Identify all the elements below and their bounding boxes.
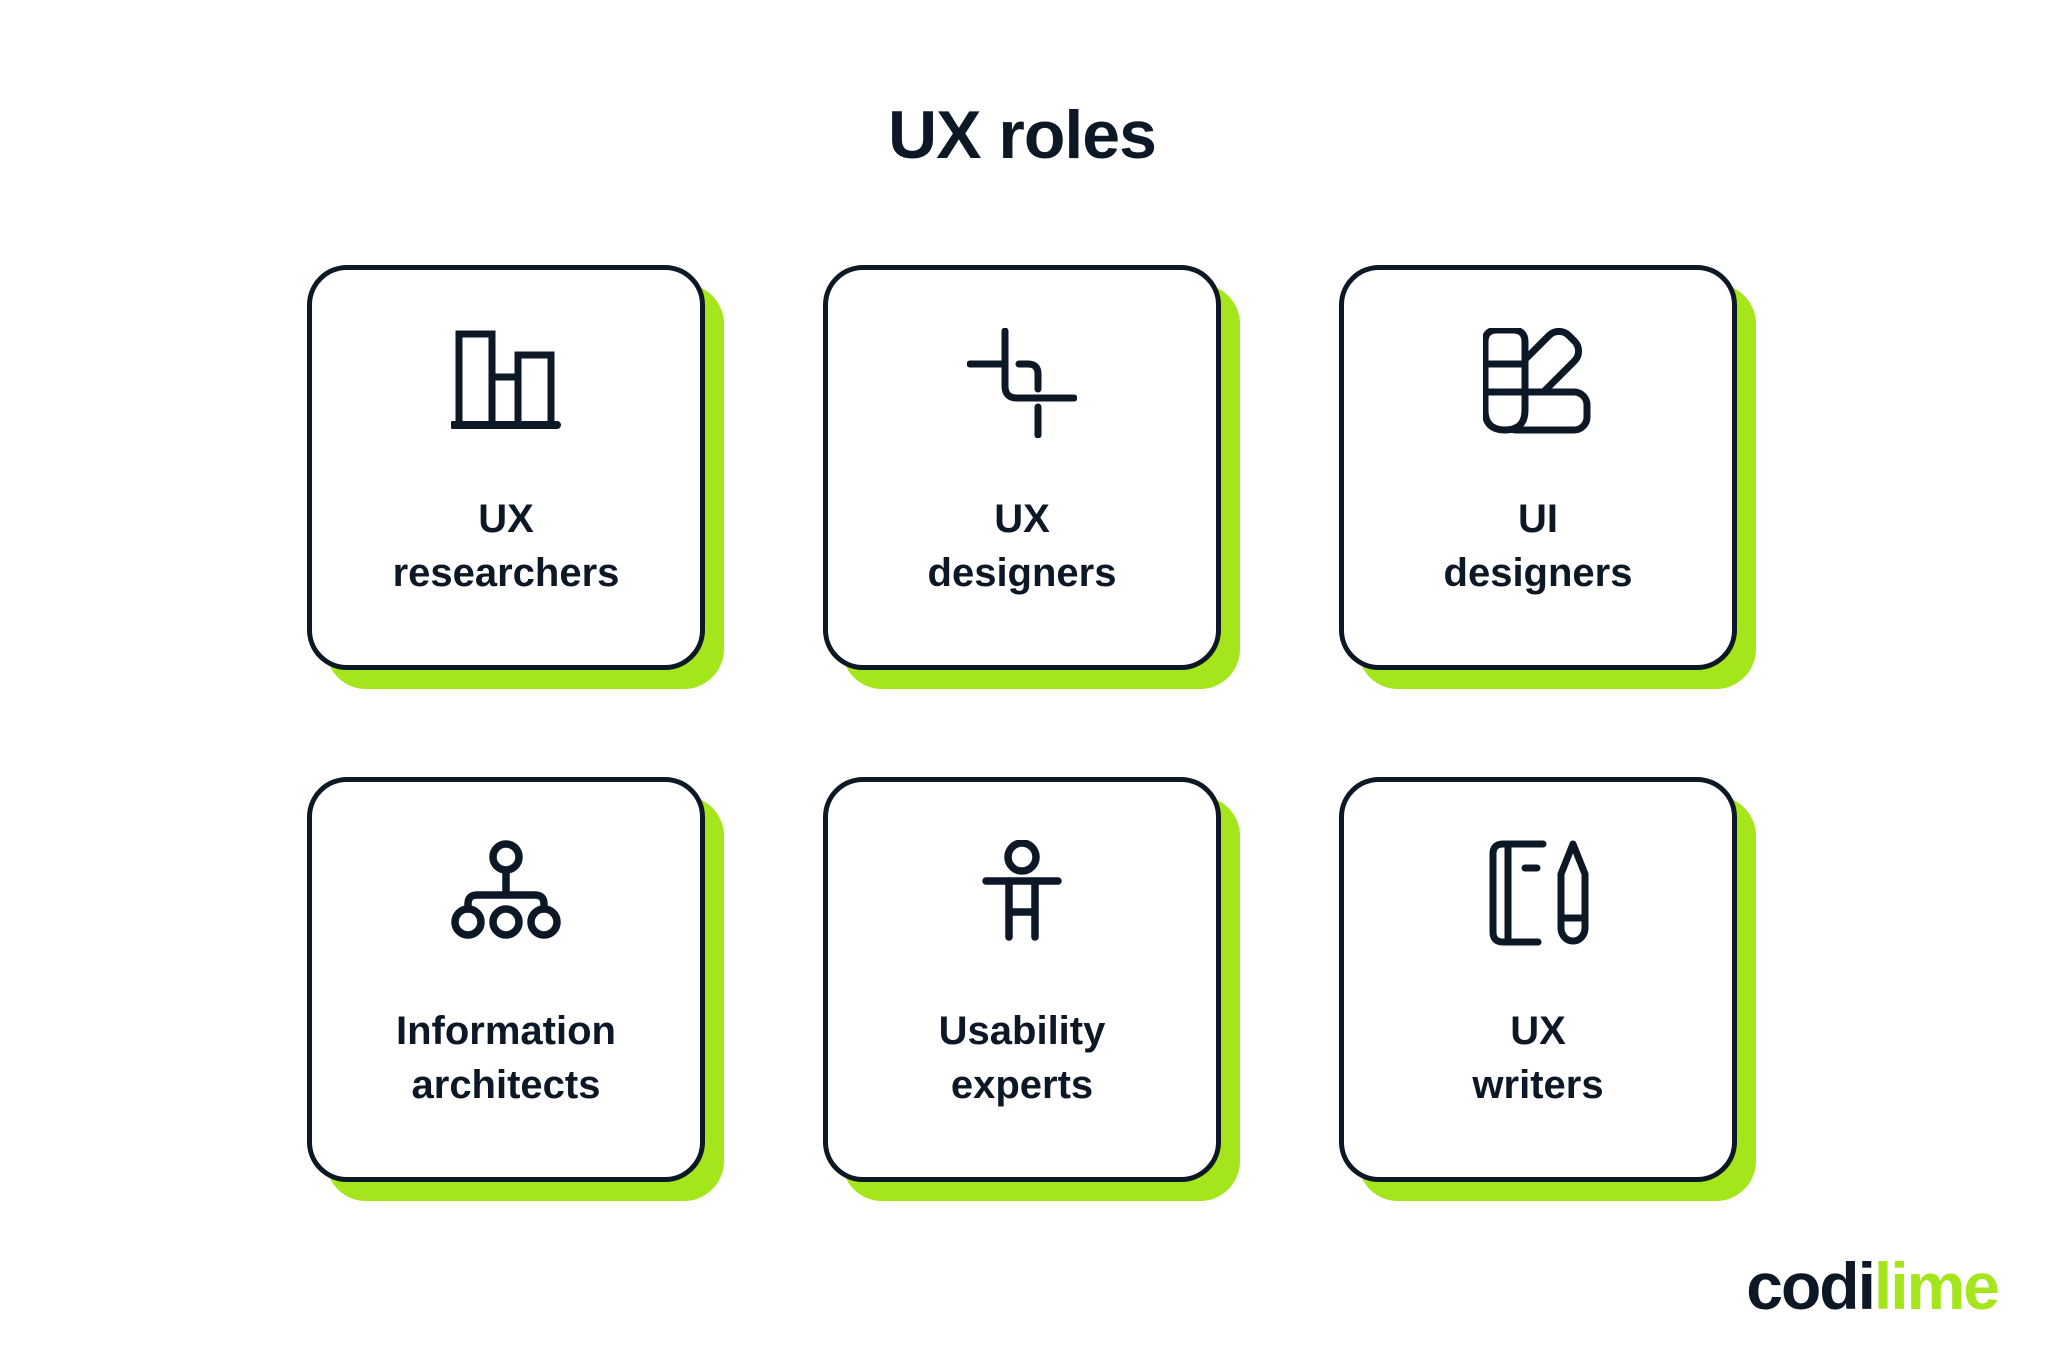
card-ux-writers: UX writers [1339, 777, 1737, 1182]
card-label: Information architects [396, 1009, 616, 1108]
card-ux-researchers: UX researchers [307, 265, 705, 670]
card-label: UI designers [1443, 497, 1633, 596]
card-ui-designers: UI designers [1339, 265, 1737, 670]
person-icon [828, 840, 1216, 950]
logo-part-codi: codi [1746, 1249, 1876, 1323]
notebook-pencil-icon [1344, 840, 1732, 950]
card-label: Usability experts [938, 1009, 1106, 1108]
codilime-logo: codilime [1746, 1248, 2000, 1324]
crop-icon [828, 328, 1216, 438]
bar-chart-icon [312, 328, 700, 438]
logo-part-lime: lime [1873, 1249, 2000, 1323]
roles-grid: UX researchers UX designers [307, 265, 1737, 1185]
sitemap-icon [312, 840, 700, 950]
card-label: UX writers [1472, 1009, 1604, 1108]
card-label: UX designers [927, 497, 1117, 596]
color-swatch-icon [1344, 328, 1732, 438]
page-title: UX roles [888, 97, 1157, 173]
card-information-architects: Information architects [307, 777, 705, 1182]
card-ux-designers: UX designers [823, 265, 1221, 670]
card-label: UX researchers [392, 497, 620, 596]
card-usability-experts: Usability experts [823, 777, 1221, 1182]
